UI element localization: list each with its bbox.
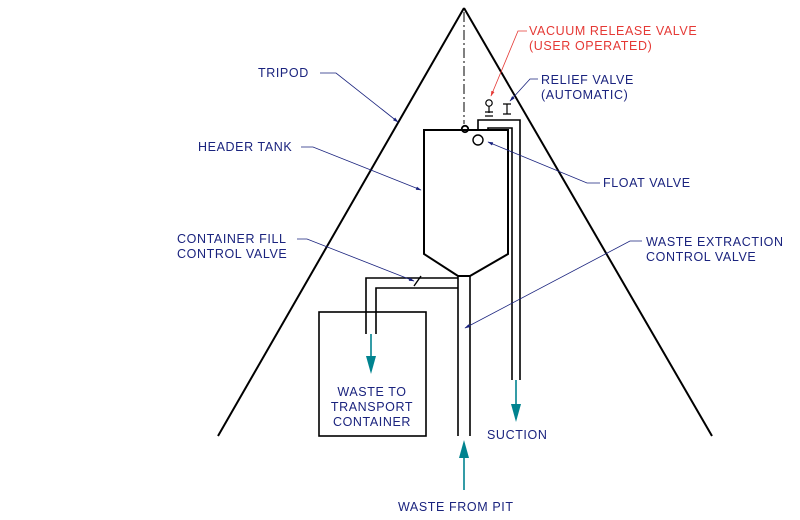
suction-pipe-outer — [477, 119, 521, 380]
flow-arrows — [366, 334, 521, 490]
tripod-left-leg — [217, 7, 465, 437]
header-tank — [423, 129, 509, 277]
tripod-right-leg — [463, 7, 713, 437]
label-container-fill-line2: CONTROL VALVE — [177, 247, 288, 261]
label-waste-extraction-line2: CONTROL VALVE — [646, 250, 757, 264]
float-valve — [472, 134, 484, 146]
flow-arrow-to-container — [366, 334, 376, 374]
label-waste-extraction-control-valve: WASTE EXTRACTION CONTROL VALVE — [646, 235, 784, 265]
flow-arrow-suction — [511, 380, 521, 422]
vacuum-release-valve — [485, 99, 493, 117]
pipework — [365, 119, 521, 436]
leader-vacuum-release — [490, 30, 527, 97]
label-header-tank: HEADER TANK — [198, 140, 293, 154]
fill-pipe-inner — [375, 287, 458, 334]
label-transport-line2: TRANSPORT — [330, 400, 414, 414]
leader-waste-extraction — [464, 240, 642, 329]
label-container-fill-control-valve: CONTAINER FILL CONTROL VALVE — [177, 232, 287, 262]
leader-float-valve — [487, 141, 600, 184]
label-relief-valve: RELIEF VALVE (AUTOMATIC) — [541, 73, 634, 103]
label-vacuum-release-line2: (USER OPERATED) — [529, 39, 653, 53]
transport-container — [318, 311, 427, 437]
tank-vent — [460, 124, 470, 134]
label-vacuum-release-valve: VACUUM RELEASE VALVE (USER OPERATED) — [529, 24, 697, 54]
relief-valve — [503, 103, 511, 115]
label-container-fill-line1: CONTAINER FILL — [177, 232, 287, 246]
label-relief-valve-line1: RELIEF VALVE — [541, 73, 634, 87]
label-vacuum-release-line1: VACUUM RELEASE VALVE — [529, 24, 698, 38]
flow-arrow-from-pit — [459, 440, 469, 490]
label-waste-extraction-line1: WASTE EXTRACTION — [646, 235, 784, 249]
leader-lines — [297, 30, 642, 329]
suction-pipe-inner — [487, 127, 513, 380]
label-transport-line1: WASTE TO — [337, 385, 407, 399]
fill-pipe-outer — [365, 277, 458, 334]
label-float-valve: FLOAT VALVE — [603, 176, 691, 190]
leader-container-fill — [297, 238, 415, 282]
tripod — [217, 7, 713, 437]
label-relief-valve-line2: (AUTOMATIC) — [541, 88, 629, 102]
label-waste-from-pit: WASTE FROM PIT — [398, 500, 514, 514]
label-transport-line3: CONTAINER — [332, 415, 412, 429]
leader-relief-valve — [509, 78, 538, 102]
label-suction: SUCTION — [487, 428, 548, 442]
leader-header-tank — [301, 146, 422, 191]
label-tripod: TRIPOD — [258, 66, 309, 80]
leader-tripod — [320, 72, 399, 123]
container-fill-valve — [413, 275, 422, 287]
label-waste-to-transport-container: WASTE TO TRANSPORT CONTAINER — [322, 385, 422, 430]
